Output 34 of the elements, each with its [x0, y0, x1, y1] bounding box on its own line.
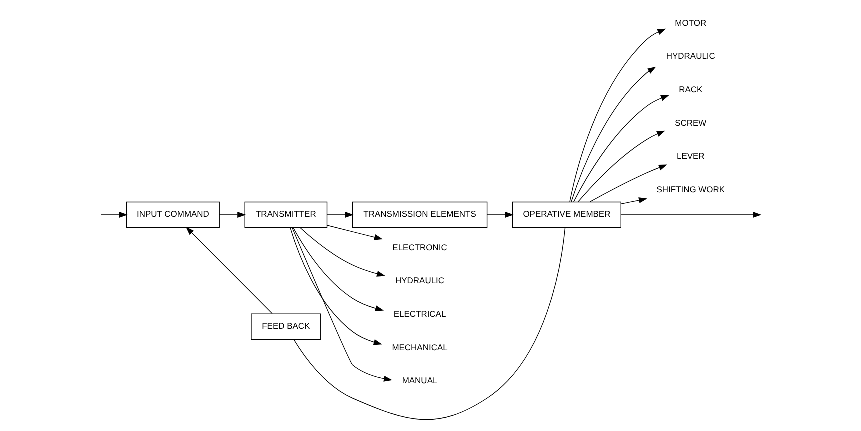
node-box: INPUT COMMAND	[126, 202, 220, 228]
arrow	[620, 212, 762, 218]
arrow	[577, 130, 665, 203]
arrow	[291, 227, 392, 382]
arrow	[326, 225, 383, 240]
connector	[293, 228, 566, 420]
arrow	[486, 212, 514, 218]
arrow	[573, 95, 670, 202]
node-text: MOTOR	[674, 18, 706, 28]
node-text: LEVER	[676, 151, 704, 162]
node-text: MECHANICAL	[392, 342, 448, 352]
node-box: TRANSMISSION ELEMENTS	[352, 202, 488, 228]
node-box: TRANSMITTER	[244, 202, 328, 228]
node-text: ELECTRONIC	[392, 242, 447, 252]
arrow	[290, 227, 382, 346]
arrow	[218, 212, 246, 218]
arrow	[570, 66, 656, 202]
node-text: MANUAL	[402, 376, 438, 386]
node-text: RACK	[678, 84, 702, 95]
arrow	[185, 227, 272, 314]
arrow	[620, 198, 648, 204]
node-text: SHIFTING WORK	[656, 184, 725, 194]
node-box: OPERATIVE MEMBER	[512, 202, 621, 228]
node-text: SCREW	[674, 118, 706, 128]
node-text: HYDRAULIC	[395, 276, 444, 286]
arrow	[292, 228, 384, 312]
node-text: ELECTRICAL	[393, 309, 446, 320]
arrow	[326, 212, 354, 218]
arrow	[569, 28, 666, 202]
arrow	[299, 227, 386, 277]
arrow	[100, 212, 128, 218]
node-text: HYDRAULIC	[666, 51, 715, 62]
node-box: FEED BACK	[250, 314, 321, 340]
arrow	[589, 164, 667, 202]
